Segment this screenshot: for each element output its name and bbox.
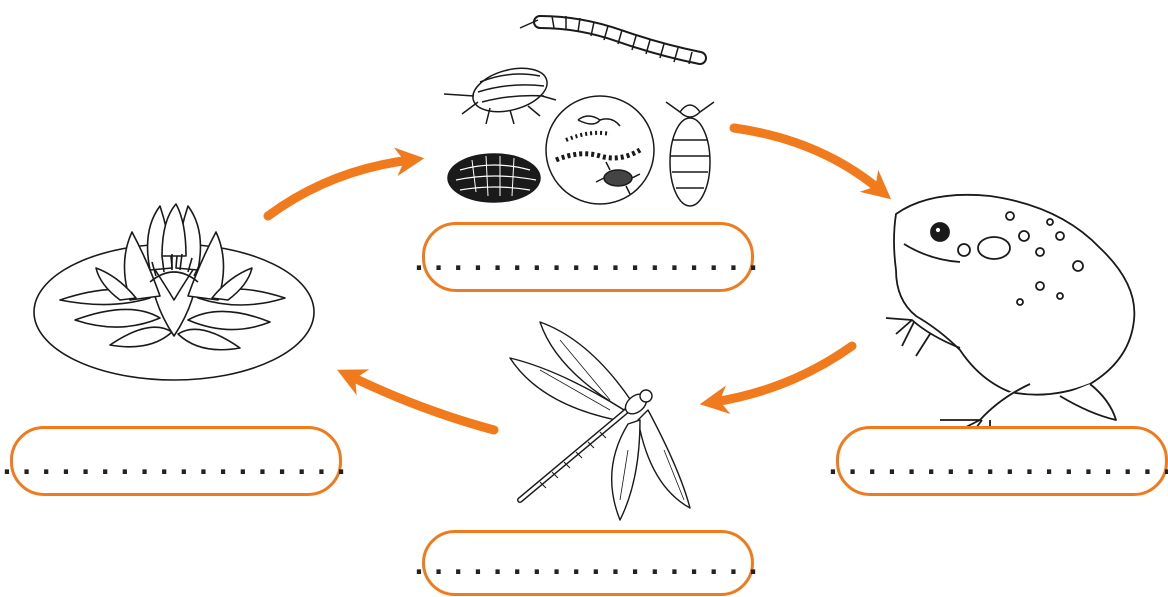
arrow-lily-to-decomposers — [268, 160, 410, 216]
dragonfly-icon — [510, 322, 690, 520]
answer-field-dragonfly[interactable]: .................. — [422, 530, 754, 596]
answer-field-decomposers[interactable]: .................. — [422, 222, 754, 292]
toad-icon — [886, 195, 1134, 446]
answer-blank: .................. — [0, 453, 353, 479]
decomposers-group-icon — [444, 16, 714, 206]
answer-blank: .................. — [411, 553, 765, 579]
larva-icon — [666, 102, 714, 206]
woodlouse-icon — [444, 61, 556, 124]
pill-bug-icon — [448, 154, 540, 202]
answer-field-water-lily[interactable]: .................. — [10, 426, 342, 496]
arrow-decomposers-to-toad — [734, 128, 880, 190]
answer-field-toad[interactable]: .................. — [836, 426, 1168, 496]
water-lily-icon — [34, 204, 314, 380]
millipede-icon — [520, 16, 700, 64]
microbes-icon — [546, 96, 654, 204]
answer-blank: .................. — [411, 249, 765, 275]
answer-blank: .................. — [825, 453, 1168, 479]
arrow-dragonfly-to-lily — [350, 376, 494, 430]
arrow-toad-to-dragonfly — [714, 346, 852, 402]
